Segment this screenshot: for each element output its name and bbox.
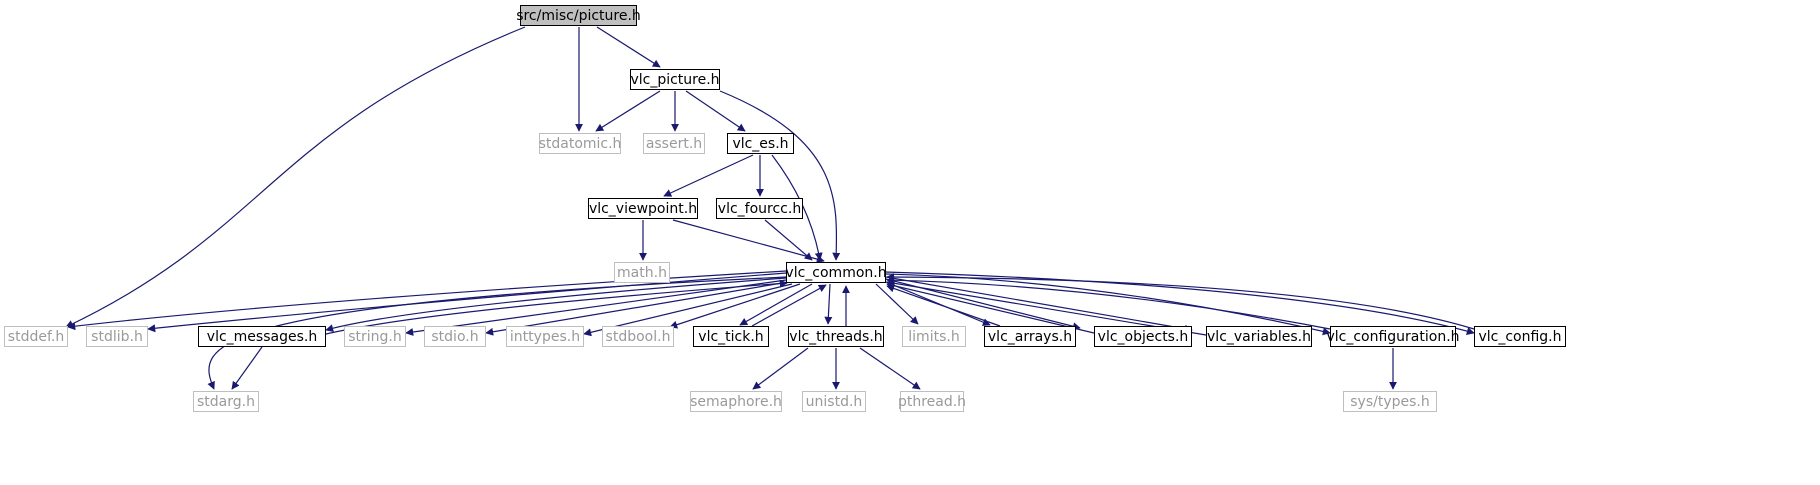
edge-vlc-common-to-vlc-config bbox=[885, 271, 1475, 335]
edge-vlc-es-to-vlc-viewpoint bbox=[663, 154, 754, 197]
edge-vlc-config-to-vlc-common bbox=[886, 273, 1475, 330]
edge-vlc-picture-to-stdatomic bbox=[595, 90, 661, 132]
node-src-misc-picture-h: src/misc/picture.h bbox=[516, 5, 641, 26]
edge-vlc-objects-to-vlc-common bbox=[886, 281, 1095, 334]
node-unistd-h: unistd.h bbox=[802, 391, 866, 412]
edge-vlc-common-to-stdbool bbox=[669, 283, 801, 329]
edge-vlc-common-to-vlc-tick bbox=[739, 283, 813, 326]
edge-vlc-common-to-stdio bbox=[485, 281, 789, 336]
node-pthread-h: pthread.h bbox=[898, 391, 966, 412]
edge-vlc-viewpoint-to-vlc-common bbox=[672, 219, 825, 263]
edge-vlc-common-to-vlc-configuration bbox=[885, 273, 1331, 336]
node-inttypes-h: inttypes.h bbox=[506, 326, 584, 347]
edge-vlc-picture-to-vlc-es bbox=[685, 90, 746, 132]
edge-vlc-configuration-to-vlc-common bbox=[886, 276, 1331, 330]
edge-vlc-common-to-limits bbox=[875, 283, 919, 325]
edge-root-to-vlc-picture bbox=[596, 26, 661, 68]
node-stddef-h: stddef.h bbox=[4, 326, 68, 347]
edge-vlc-common-to-vlc-messages bbox=[325, 277, 787, 333]
node-stdlib-h: stdlib.h bbox=[86, 326, 148, 347]
edge-vlc-fourcc-to-vlc-common bbox=[764, 219, 813, 261]
edge-vlc-common-to-vlc-threads bbox=[824, 283, 833, 325]
node-semaphore-h: semaphore.h bbox=[690, 391, 782, 412]
edge-vlc-threads-to-semaphore bbox=[752, 347, 809, 390]
node-assert-h: assert.h bbox=[643, 133, 705, 154]
edge-vlc-tick-to-vlc-common bbox=[751, 284, 827, 327]
edge-vlc-common-to-string bbox=[405, 279, 787, 336]
node-vlc-picture-h[interactable]: vlc_picture.h bbox=[630, 69, 720, 90]
edge-vlc-common-to-stddef bbox=[67, 270, 787, 331]
node-vlc-common-h[interactable]: vlc_common.h bbox=[785, 262, 887, 283]
node-vlc-variables-h[interactable]: vlc_variables.h bbox=[1206, 326, 1312, 347]
edge-root-to-stddef bbox=[65, 26, 526, 328]
node-vlc-config-h[interactable]: vlc_config.h bbox=[1474, 326, 1566, 347]
edge-vlc-picture-to-vlc-common bbox=[719, 90, 841, 261]
edge-vlc-messages-to-stdarg bbox=[231, 346, 263, 390]
node-vlc-objects-h[interactable]: vlc_objects.h bbox=[1094, 326, 1192, 347]
edge-vlc-threads-to-pthread bbox=[859, 347, 921, 390]
node-vlc-viewpoint-h[interactable]: vlc_viewpoint.h bbox=[588, 198, 698, 219]
node-vlc-messages-h[interactable]: vlc_messages.h bbox=[198, 326, 326, 347]
node-vlc-fourcc-h[interactable]: vlc_fourcc.h bbox=[716, 198, 803, 219]
node-stdatomic-h: stdatomic.h bbox=[539, 133, 621, 154]
node-vlc-es-h[interactable]: vlc_es.h bbox=[727, 133, 794, 154]
node-vlc-threads-h[interactable]: vlc_threads.h bbox=[788, 326, 884, 347]
node-vlc-tick-h[interactable]: vlc_tick.h bbox=[693, 326, 769, 347]
edge-vlc-arrays-to-vlc-common bbox=[886, 284, 1001, 327]
node-string-h: string.h bbox=[344, 326, 406, 347]
node-sys-types-h: sys/types.h bbox=[1343, 391, 1437, 412]
node-stdio-h: stdio.h bbox=[424, 326, 486, 347]
node-vlc-configuration-h[interactable]: vlc_configuration.h bbox=[1326, 326, 1460, 347]
node-stdarg-h: stdarg.h bbox=[193, 391, 259, 412]
edge-vlc-common-to-vlc-variables bbox=[885, 276, 1193, 333]
node-stdbool-h: stdbool.h bbox=[602, 326, 674, 347]
node-math-h: math.h bbox=[614, 262, 670, 283]
node-vlc-arrays-h[interactable]: vlc_arrays.h bbox=[984, 326, 1076, 347]
node-limits-h: limits.h bbox=[902, 326, 966, 347]
edge-vlc-common-to-inttypes bbox=[583, 283, 793, 337]
